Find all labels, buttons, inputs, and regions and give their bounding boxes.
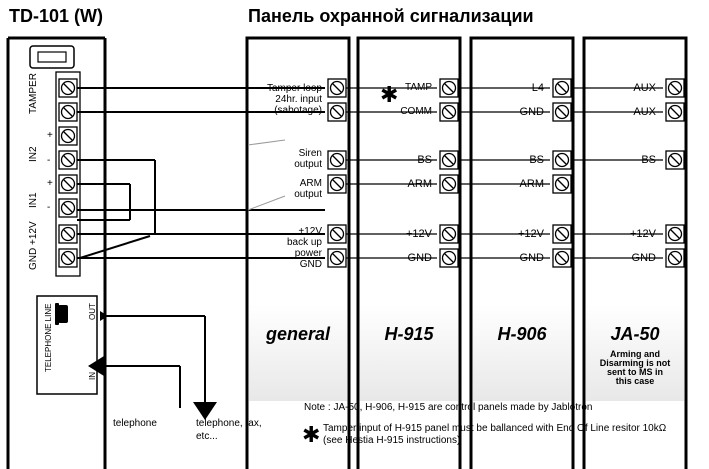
telephone-fax-label: telephone, fax,	[196, 418, 262, 429]
h915-gnd: GND	[407, 252, 432, 264]
h906-gnd2: GND	[519, 252, 544, 264]
label-in2: IN2	[28, 146, 39, 162]
telephone-out-label: OUT	[88, 303, 97, 320]
h915-terminals	[439, 78, 459, 268]
ja50-aux1: AUX	[633, 82, 656, 94]
ja50-gnd: GND	[631, 252, 656, 264]
polarity-minus-in1: -	[47, 202, 51, 213]
ja50-note: Arming and Disarming is not sent to MS i…	[599, 349, 671, 386]
general-power-label: +12V back up power GND	[286, 226, 322, 270]
panel-name-general: general	[265, 324, 331, 344]
polarity-plus-in2: +	[47, 130, 53, 141]
polarity-minus-in2: -	[47, 155, 51, 166]
panel-name-ja50: JA-50	[610, 324, 660, 344]
panel-name-h915: H-915	[384, 324, 434, 344]
h906-arm: ARM	[519, 178, 544, 190]
telephone-in-label: IN	[88, 372, 97, 380]
arrow-left-icon	[88, 356, 104, 376]
asterisk-icon: ✱	[380, 82, 399, 107]
asterisk-note-line2: (see Hestia H-915 instructions)	[323, 435, 461, 446]
ja50-bs: BS	[641, 154, 656, 166]
td101-device-outline	[6, 36, 107, 469]
arrow-down-icon	[193, 402, 217, 420]
jablotron-note: Note : JA-50, H-906, H-915 are control p…	[304, 402, 593, 413]
panel-bottom-shading	[249, 304, 684, 401]
etc-label: etc...	[196, 431, 218, 442]
general-tamper-label: Tamper loop 24hr. input (sabotage)	[266, 83, 322, 116]
general-arm-label: ARM output	[294, 178, 322, 200]
device-title: TD-101 (W)	[9, 6, 103, 26]
h915-arm: ARM	[407, 178, 432, 190]
polarity-plus-in1: +	[47, 178, 53, 189]
panel-columns	[245, 36, 688, 469]
h906-bs: BS	[529, 154, 544, 166]
telephone-label: telephone	[113, 418, 157, 429]
h915-bs: BS	[417, 154, 432, 166]
asterisk-note-line1: Tamper input of H-915 panel must be ball…	[323, 423, 667, 434]
ja50-12v: +12V	[630, 228, 656, 240]
h906-terminals	[552, 78, 572, 268]
telephone-icon	[55, 303, 68, 325]
h906-gnd1: GND	[519, 106, 544, 118]
h906-l4: L4	[531, 82, 544, 94]
arrow-small-icon	[100, 311, 108, 321]
h915-12v: +12V	[406, 228, 432, 240]
asterisk-icon-note: ✱	[302, 422, 321, 447]
h915-tamp: TAMP	[404, 82, 432, 93]
general-terminals	[327, 78, 347, 268]
wires	[77, 87, 663, 410]
ja50-terminals	[665, 78, 685, 268]
panel-name-h906: H-906	[497, 324, 547, 344]
ja50-aux2: AUX	[633, 106, 656, 118]
label-gnd-12v: GND +12V	[28, 221, 39, 270]
label-tamper: TAMPER	[28, 73, 39, 114]
h915-comm: COMM	[400, 106, 432, 117]
label-in1: IN1	[28, 192, 39, 208]
panel-title: Панель охранной сигнализации	[248, 6, 534, 26]
general-siren-label: Siren output	[294, 148, 322, 170]
telephone-line-label: TELEPHONE LINE	[44, 303, 53, 372]
h906-12v: +12V	[518, 228, 544, 240]
